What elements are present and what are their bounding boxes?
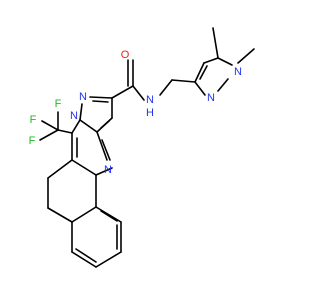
atom-label-n: N — [79, 91, 87, 103]
bond — [171, 79, 196, 83]
bond — [39, 129, 59, 141]
bond — [203, 57, 219, 64]
bond — [95, 251, 122, 268]
bond — [237, 48, 255, 64]
bond — [194, 62, 205, 83]
bond — [100, 120, 110, 129]
bond — [89, 96, 113, 99]
atom-label-o: O — [121, 49, 130, 61]
atom-label-h: H — [146, 107, 154, 119]
atom-label-n: N — [104, 164, 112, 176]
bond — [92, 100, 109, 103]
bond — [95, 167, 113, 176]
bond — [212, 27, 219, 59]
bond — [79, 119, 98, 133]
atom-label-n: N — [146, 94, 154, 106]
bond — [71, 206, 97, 223]
bond — [101, 139, 111, 161]
bond — [100, 210, 118, 222]
atom-label-f: F — [30, 114, 37, 126]
atom-labels: O N H N N N N N F F F — [29, 49, 242, 176]
atom-label-f: F — [29, 135, 36, 147]
bond — [75, 248, 97, 263]
bond — [47, 207, 73, 223]
bond — [194, 81, 206, 96]
bond-lines — [39, 27, 255, 268]
bond — [71, 119, 81, 134]
bond — [71, 159, 97, 176]
bond — [71, 251, 97, 268]
bond — [95, 206, 122, 223]
atom-label-n: N — [70, 110, 78, 122]
atom-label-f: F — [55, 98, 62, 110]
bond — [79, 103, 83, 121]
bond — [132, 85, 145, 101]
bond — [41, 120, 59, 131]
atom-label-n: N — [207, 92, 215, 104]
bond — [57, 129, 73, 134]
bond — [159, 79, 173, 96]
bond — [199, 65, 208, 80]
bond — [111, 85, 134, 99]
bond — [217, 78, 229, 92]
bond — [217, 57, 233, 66]
bond — [47, 159, 73, 179]
atom-label-n: N — [234, 66, 242, 78]
molecule-structure-diagram: O N H N N N N N F F F — [29, 27, 255, 268]
bond — [96, 131, 108, 161]
